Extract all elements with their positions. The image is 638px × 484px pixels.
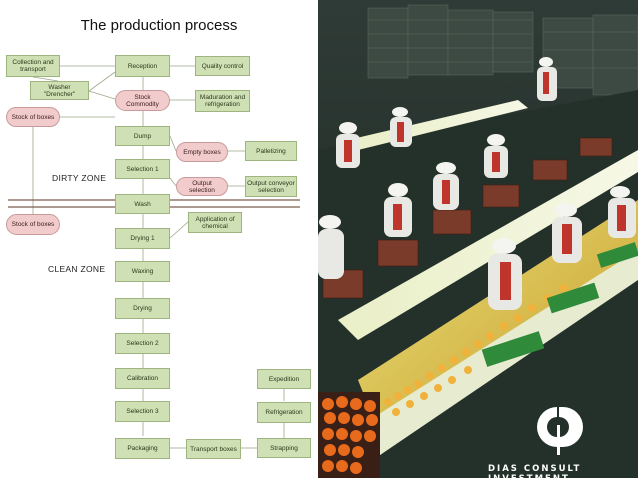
- diagram-title: The production process: [80, 17, 238, 34]
- node-washer: Washer "Drencher": [30, 81, 89, 100]
- node-application-chemical: Application of chemical: [188, 212, 242, 233]
- crate-stacks: [367, 4, 638, 96]
- node-calibration: Calibration: [115, 368, 170, 389]
- node-output-selection: Output selection: [176, 177, 228, 196]
- node-expedition: Expedition: [257, 369, 311, 389]
- node-quality-control: Quality control: [195, 56, 250, 76]
- node-selection-2: Selection 2: [115, 333, 170, 354]
- node-collection: Collection and transport: [6, 55, 60, 77]
- connector-collection-washer: [32, 76, 59, 82]
- conveyor-middle: [338, 150, 638, 340]
- node-strapping: Strapping: [257, 438, 311, 458]
- connector-chemical-drying: [169, 221, 189, 239]
- packing-line-photo: [318, 0, 638, 478]
- node-stock-commodity: Stock Commodity: [115, 90, 170, 111]
- node-stock-boxes-2: Stock of boxes: [6, 214, 60, 235]
- node-dump: Dump: [115, 126, 170, 146]
- connector-dump-empty: [169, 135, 177, 152]
- node-refrigeration: Refrigeration: [257, 402, 311, 423]
- node-stock-boxes-1: Stock of boxes: [6, 107, 60, 127]
- company-logo: [537, 407, 583, 455]
- logo-wordmark: DIAS CONSULT INVESTMENT: [488, 464, 582, 484]
- node-reception: Reception: [115, 55, 170, 77]
- dirty-zone-label: DIRTY ZONE: [52, 173, 107, 183]
- connector-washer-reception: [88, 71, 116, 92]
- packing-line-illustration: [318, 0, 638, 478]
- node-packaging: Packaging: [115, 438, 170, 459]
- connector-washer-commodity: [88, 90, 116, 100]
- production-process-diagram: The production process DIRTY ZONE CLEAN …: [0, 0, 318, 478]
- node-drying: Drying: [115, 298, 170, 319]
- node-selection-1: Selection 1: [115, 159, 170, 179]
- node-wash: Wash: [115, 194, 170, 214]
- node-transport-boxes: Transport boxes: [186, 439, 241, 459]
- node-empty-boxes: Empty boxes: [176, 142, 228, 162]
- node-drying-1: Drying 1: [115, 228, 170, 249]
- node-output-conveyor: Output conveyor selection: [245, 176, 297, 197]
- connector-selection-output: [169, 177, 177, 187]
- green-trays: [481, 242, 638, 367]
- node-maduration: Maduration and refrigeration: [195, 90, 250, 112]
- node-waxing: Waxing: [115, 261, 170, 282]
- workers: [318, 57, 636, 310]
- orange-crate: [318, 392, 380, 478]
- clean-zone-label: CLEAN ZONE: [48, 264, 106, 274]
- node-selection-3: Selection 3: [115, 401, 170, 422]
- node-palletizing: Palletizing: [245, 141, 297, 161]
